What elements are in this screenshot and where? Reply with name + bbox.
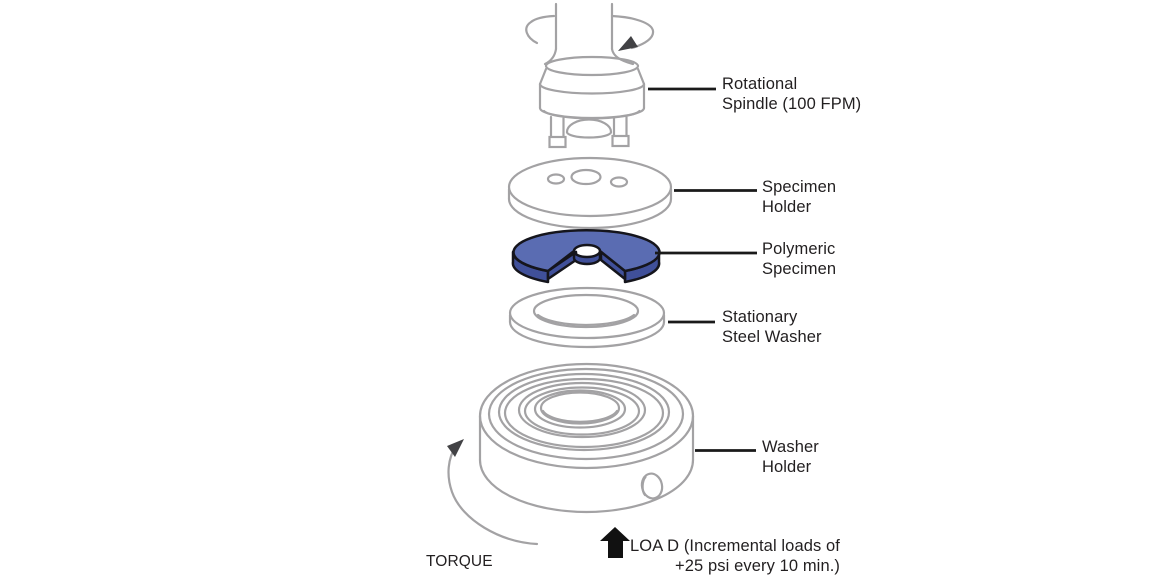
drive-shaft	[554, 2, 614, 51]
washer-holder-drawing	[478, 362, 695, 514]
rotational-spindle-drawing	[538, 47, 646, 149]
label-stationary-steel-washer: Stationary Steel Washer	[722, 308, 822, 346]
label-torque: TORQUE	[426, 553, 493, 570]
rotation-arrow-icon	[525, 14, 655, 51]
label-polymeric-specimen: Polymeric Specimen	[762, 240, 837, 278]
load-arrow-icon	[600, 527, 630, 558]
label-washer-holder: Washer Holder	[762, 438, 819, 476]
label-specimen-holder: Specimen Holder	[762, 178, 837, 216]
polymeric-specimen-drawing	[511, 229, 661, 284]
label-rotational-spindle: Rotational Spindle (100 FPM)	[722, 75, 862, 113]
specimen-holder-drawing	[507, 156, 673, 230]
label-load: LOA D (Incremental loads of +25 psi ever…	[630, 537, 840, 575]
torque-arrow-icon	[447, 439, 539, 546]
stationary-steel-washer-drawing	[508, 286, 666, 349]
